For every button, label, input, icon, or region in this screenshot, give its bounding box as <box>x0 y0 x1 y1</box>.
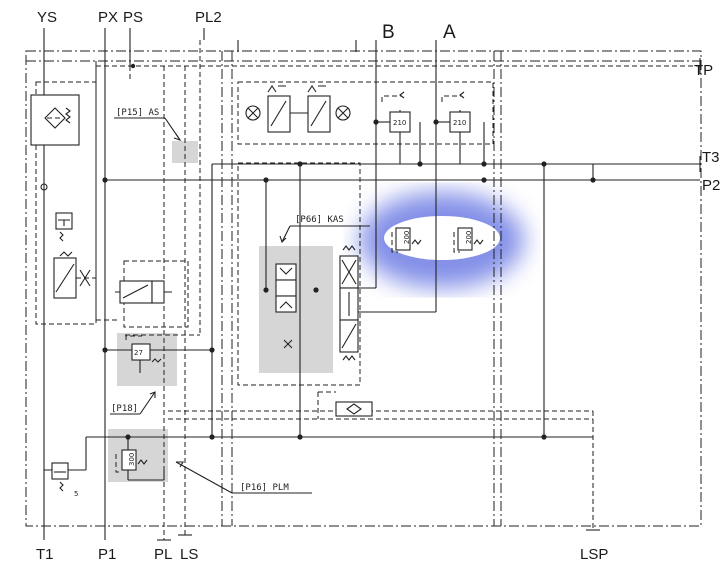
shaded-zones <box>108 141 333 482</box>
port-label-a: A <box>443 22 456 43</box>
valve-value-27: 27 <box>134 349 143 357</box>
block-boundaries <box>25 50 702 527</box>
relief-valve-200-left: 200 <box>391 227 422 253</box>
callout-labels: [P15] AS [P66] KAS [P18] [P16] PLM <box>111 108 344 493</box>
relief-valve-200-right: 200 <box>453 227 484 253</box>
port-label-t1: T1 <box>36 546 54 563</box>
port-label-tp: TP <box>694 62 713 79</box>
callout-plm: [P16] PLM <box>240 483 289 493</box>
valve-value-210-left: 210 <box>393 119 406 127</box>
callout-leaders <box>110 117 370 494</box>
port-label-p2: P2 <box>702 177 720 194</box>
valve-value-210-right: 210 <box>453 119 466 127</box>
valve-value-200-left: 200 <box>403 231 411 244</box>
port-label-pl: PL <box>154 546 172 563</box>
port-label-ys: YS <box>37 9 57 26</box>
kas-directional-valve <box>275 245 359 361</box>
callout-kas: [P66] KAS <box>295 215 344 225</box>
filter-symbol <box>30 94 80 191</box>
blue-highlight-ring <box>360 192 524 288</box>
relief-valve-300: 300 <box>115 449 148 473</box>
relief-valve-27: 27 <box>125 335 162 363</box>
port-label-px: PX <box>98 9 118 26</box>
solenoid-valves-top <box>245 85 351 133</box>
port-label-ls: LS <box>180 546 198 563</box>
callout-p18: [P18] <box>111 404 138 414</box>
relief-valve-210-left: 210 <box>381 91 411 133</box>
left-valves <box>53 212 96 299</box>
directional-valve-center-left <box>115 280 172 304</box>
valve-value-5: 5 <box>74 490 78 498</box>
port-label-pl2: PL2 <box>195 9 222 26</box>
port-label-b: B <box>382 22 395 43</box>
relief-valve-5: 5 <box>51 462 78 498</box>
port-label-lsp: LSP <box>580 546 608 563</box>
valve-value-300: 300 <box>128 453 136 466</box>
port-labels: YS PX PS PL2 B A TP T3 P2 T1 P1 PL LS LS… <box>36 9 720 563</box>
relief-valve-210-right: 210 <box>441 91 471 133</box>
shuttle-valve <box>335 401 373 417</box>
port-label-ps: PS <box>123 9 143 26</box>
port-label-p1: P1 <box>98 546 116 563</box>
port-label-t3: T3 <box>702 149 720 166</box>
callout-as: [P15] AS <box>116 108 159 118</box>
valve-value-200-right: 200 <box>465 231 473 244</box>
